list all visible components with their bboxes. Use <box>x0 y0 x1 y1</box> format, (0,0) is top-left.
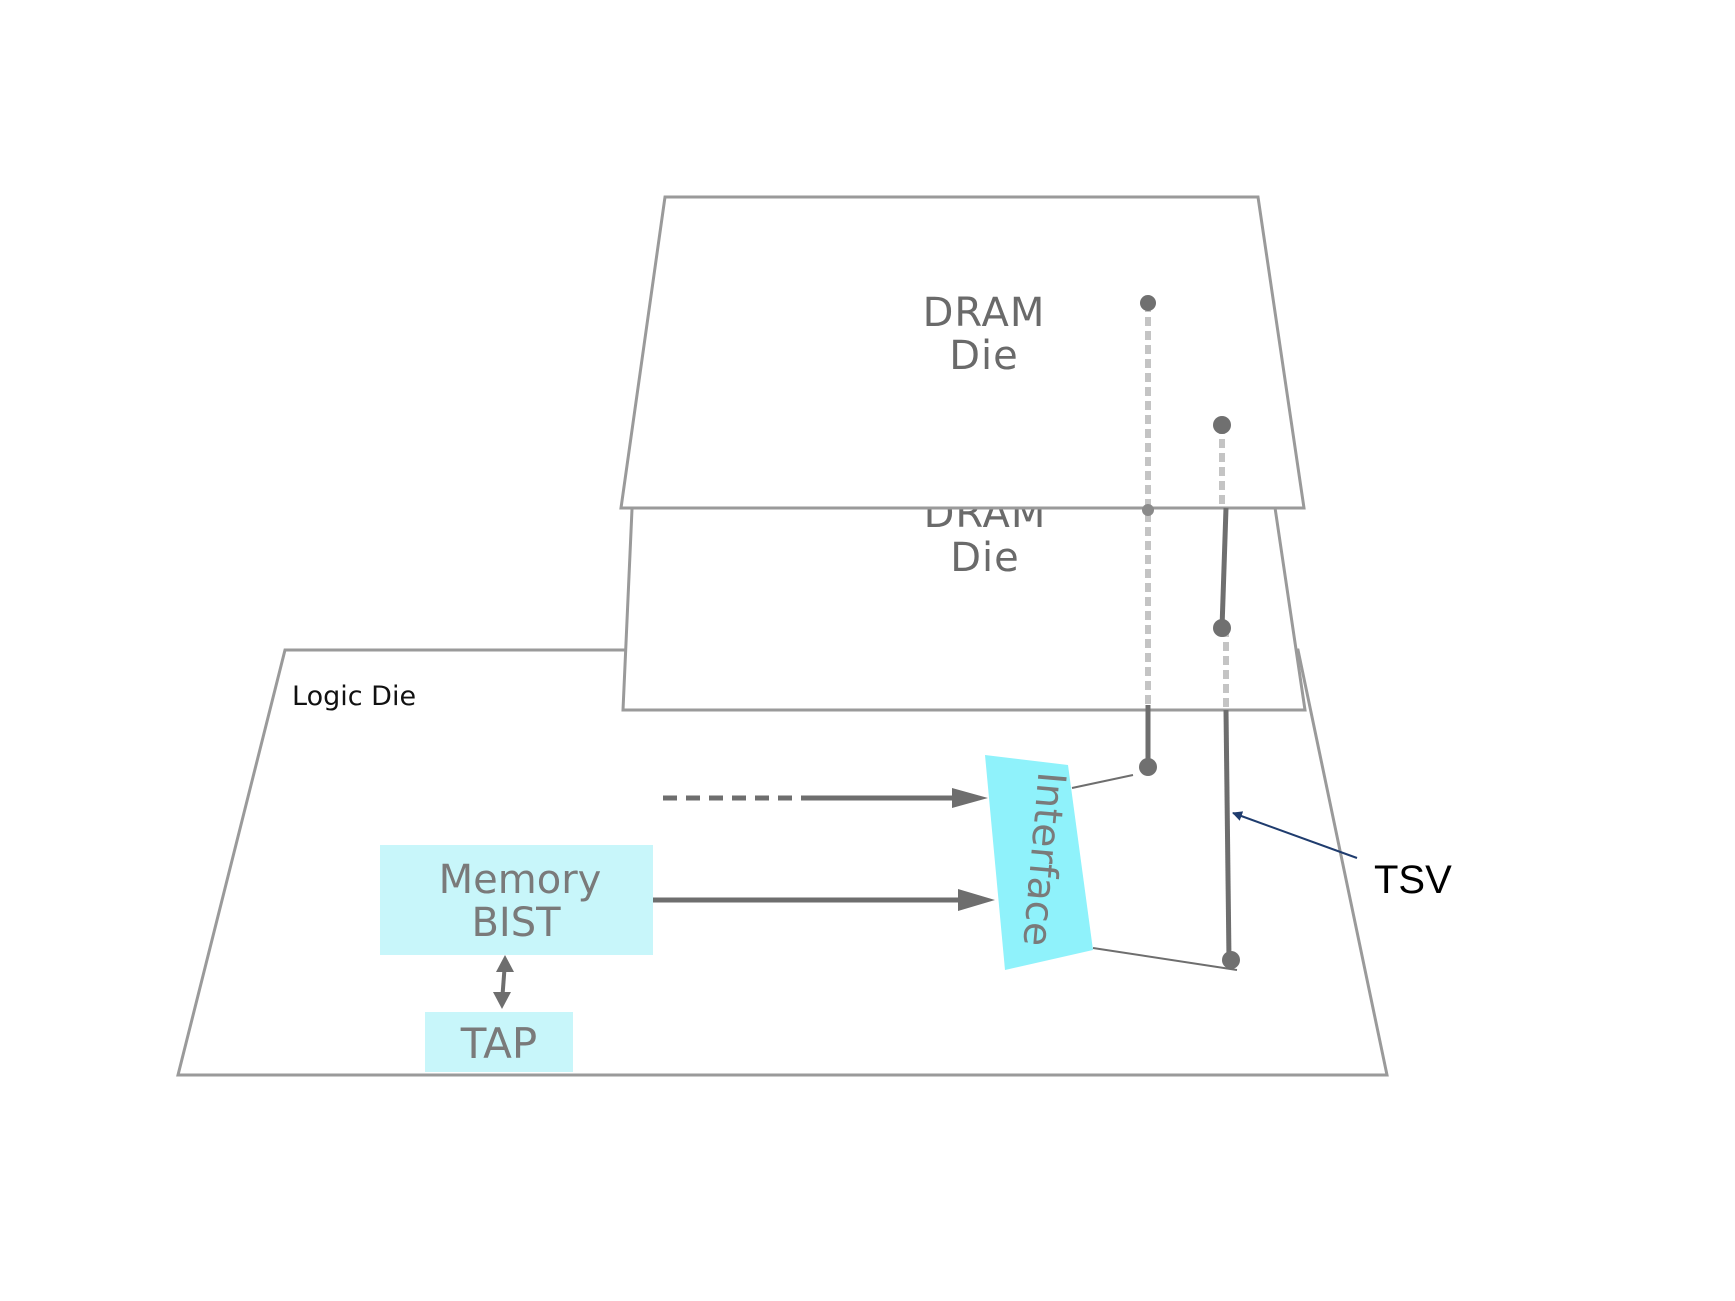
bist-to-interface-arrow <box>653 889 995 911</box>
tsv-annotation-label: TSV <box>1374 858 1452 902</box>
bist-tap-bidirectional-arrow <box>493 955 514 1009</box>
logic-die-label: Logic Die <box>292 681 416 712</box>
tsv-left-bottom-pad <box>1139 758 1157 776</box>
tsv-right-mid-pad <box>1213 619 1231 637</box>
tsv-right-top-pad <box>1213 416 1231 434</box>
tsv-left-mid-pad <box>1142 504 1154 516</box>
tsv-left-top-pad <box>1140 295 1156 311</box>
tsv-right-solid-upper <box>1219 507 1229 629</box>
dram-die-upper: DRAM Die <box>619 195 1306 510</box>
interface-block-shape <box>985 755 1093 970</box>
logic-die-outline <box>176 648 1389 1077</box>
logic-die: Logic Die <box>176 648 1389 1077</box>
dram-die-lower-label-line2: Die <box>950 535 1020 581</box>
tsv-right-bottom-pad <box>1222 951 1240 969</box>
tsv-annotation-arrow <box>1232 811 1358 859</box>
memory-bist-block: Memory BIST <box>380 845 653 955</box>
dashed-input-arrow <box>663 788 988 808</box>
dram-die-upper-label-line1: DRAM <box>923 290 1046 336</box>
memory-bist-shape <box>380 845 653 955</box>
memory-bist-label-line1: Memory <box>439 857 602 903</box>
tsv-right <box>1213 416 1240 969</box>
tap-block: TAP <box>425 1012 573 1072</box>
tsv-right-solid-lower <box>1223 709 1232 961</box>
interface-block: Interface <box>985 755 1093 970</box>
interface-to-tsv-left-wire <box>1071 774 1134 789</box>
tsv-annotation: TSV <box>1232 811 1452 902</box>
interface-to-tsv-right-wire <box>1092 947 1238 971</box>
tap-label: TAP <box>460 1019 537 1068</box>
tsv-left <box>1139 295 1157 776</box>
dram-die-upper-outline <box>619 195 1306 510</box>
memory-bist-label-line2: BIST <box>471 900 561 946</box>
dram-die-upper-label-line2: Die <box>949 333 1019 379</box>
tap-shape <box>425 1012 573 1072</box>
